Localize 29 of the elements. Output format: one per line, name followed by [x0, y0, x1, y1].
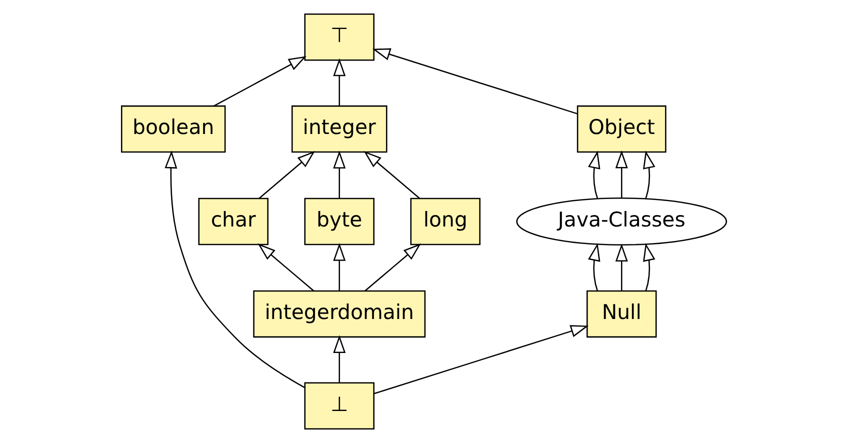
arrow	[372, 48, 578, 114]
arrow	[587, 150, 600, 198]
arrow	[364, 242, 421, 291]
node-box: integerdomain	[252, 290, 426, 338]
node-box: char	[198, 197, 268, 245]
arrow	[257, 242, 314, 291]
arrow	[587, 242, 600, 291]
node-box: byte	[304, 197, 374, 245]
arrow	[332, 242, 346, 290]
node-ellipse: Java-Classes	[516, 197, 727, 245]
arrow	[213, 56, 306, 106]
arrow	[614, 243, 628, 290]
arrow	[363, 150, 420, 198]
arrow	[642, 150, 655, 198]
node-box: ⊤	[304, 12, 374, 60]
arrow	[332, 334, 346, 382]
arrow	[614, 150, 628, 198]
node-box: Null	[586, 290, 656, 338]
arrow	[373, 324, 588, 394]
arrow	[642, 242, 655, 291]
arrow	[164, 150, 304, 388]
node-box: boolean	[120, 104, 226, 152]
arrow	[332, 58, 346, 106]
node-box: integer	[290, 104, 387, 152]
arrow	[332, 150, 346, 198]
arrow	[258, 150, 315, 198]
node-box: long	[410, 197, 480, 245]
node-box: Object	[576, 104, 666, 152]
node-box: ⊥	[304, 382, 374, 430]
